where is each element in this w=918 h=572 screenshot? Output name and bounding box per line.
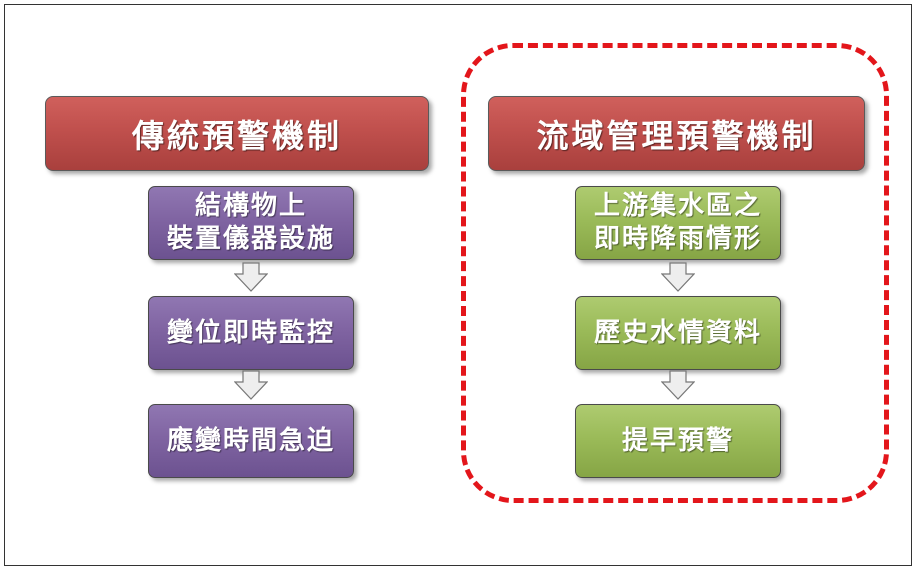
traditional-header: 傳統預警機制 <box>45 96 429 171</box>
watershed-step-1-label: 上游集水區之 即時降雨情形 <box>593 191 762 254</box>
watershed-step-3-label: 提早預警 <box>621 425 734 456</box>
down-arrow-icon <box>234 370 268 400</box>
traditional-step-2: 變位即時監控 <box>148 296 354 370</box>
watershed-management-highlight <box>461 43 889 503</box>
traditional-header-label: 傳統預警機制 <box>131 116 342 155</box>
watershed-header: 流域管理預警機制 <box>488 96 865 171</box>
watershed-step-3: 提早預警 <box>575 404 781 478</box>
watershed-header-label: 流域管理預警機制 <box>536 116 817 155</box>
down-arrow-icon <box>234 262 268 292</box>
watershed-step-2: 歷史水情資料 <box>575 296 781 370</box>
traditional-step-3-label: 應變時間急迫 <box>166 425 335 456</box>
traditional-step-1: 結構物上 裝置儀器設施 <box>148 186 354 260</box>
down-arrow-icon <box>661 262 695 292</box>
traditional-step-3: 應變時間急迫 <box>148 404 354 478</box>
traditional-step-2-label: 變位即時監控 <box>166 317 335 348</box>
down-arrow-icon <box>661 370 695 400</box>
watershed-step-1: 上游集水區之 即時降雨情形 <box>575 186 781 260</box>
traditional-step-1-label: 結構物上 裝置儀器設施 <box>166 191 335 254</box>
watershed-step-2-label: 歷史水情資料 <box>593 317 762 348</box>
